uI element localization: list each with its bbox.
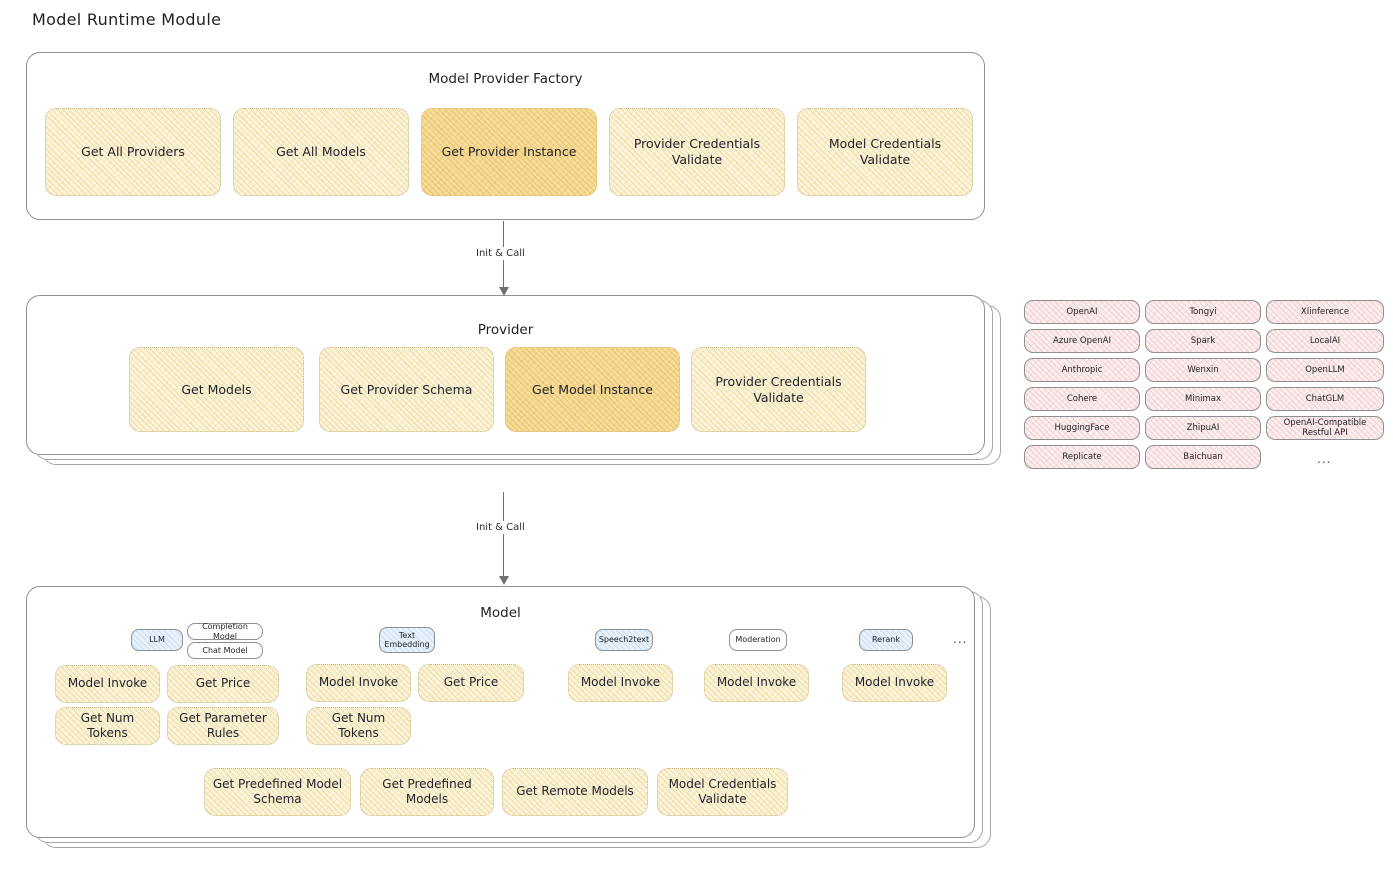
connector-line: [503, 492, 505, 577]
factory-card-get-provider-instance[interactable]: Get Provider Instance: [421, 108, 597, 196]
provider-pill-azure-openai[interactable]: Azure OpenAI: [1024, 329, 1140, 353]
model-container: Model LLM Completion Model Chat Model Te…: [26, 586, 975, 838]
model-card-llm-get-parameter-rules[interactable]: Get Parameter Rules: [167, 707, 279, 745]
model-card-get-predefined-models[interactable]: Get Predefined Models: [360, 768, 494, 816]
provider-list: OpenAI Azure OpenAI Anthropic Cohere Hug…: [1024, 300, 1384, 475]
provider-pill-xinference[interactable]: XIinference: [1266, 300, 1384, 324]
model-card-get-predefined-model-schema[interactable]: Get Predefined Model Schema: [204, 768, 351, 816]
model-type-badge-rerank[interactable]: Rerank: [859, 629, 913, 651]
provider-pill-cohere[interactable]: Cohere: [1024, 387, 1140, 411]
model-type-badge-text-embedding[interactable]: Text Embedding: [379, 627, 435, 653]
page-title: Model Runtime Module: [32, 10, 222, 29]
provider-pill-huggingface[interactable]: HuggingFace: [1024, 416, 1140, 440]
model-type-sub-badge-completion-model[interactable]: Completion Model: [187, 622, 263, 641]
model-card-text-embedding-get-num-tokens[interactable]: Get Num Tokens: [306, 707, 411, 745]
factory-card-get-all-models[interactable]: Get All Models: [233, 108, 409, 196]
provider-card-get-provider-schema[interactable]: Get Provider Schema: [319, 347, 494, 432]
model-type-badge-llm[interactable]: LLM: [131, 629, 183, 651]
model-card-llm-get-num-tokens[interactable]: Get Num Tokens: [55, 707, 160, 745]
model-card-llm-get-price[interactable]: Get Price: [167, 665, 279, 703]
model-type-badge-speech2text[interactable]: Speech2text: [595, 629, 653, 651]
provider-pill-baichuan[interactable]: Baichuan: [1145, 445, 1261, 469]
model-card-moderation-model-invoke[interactable]: Model Invoke: [704, 664, 809, 702]
connector-label: Init & Call: [472, 247, 529, 260]
provider-pill-anthropic[interactable]: Anthropic: [1024, 358, 1140, 382]
model-card-text-embedding-get-price[interactable]: Get Price: [418, 664, 524, 702]
factory-title: Model Provider Factory: [428, 71, 583, 87]
model-title: Model: [480, 605, 521, 621]
model-types-more: ...: [953, 632, 968, 646]
provider-card-get-models[interactable]: Get Models: [129, 347, 304, 432]
connector-factory-to-provider: Init & Call: [472, 221, 529, 297]
provider-title: Provider: [477, 322, 534, 338]
provider-pill-openai-compatible-restful-api[interactable]: OpenAI-Compatible Restful API: [1266, 416, 1384, 440]
factory-card-model-credentials-validate[interactable]: Model Credentials Validate: [797, 108, 973, 196]
model-card-text-embedding-model-invoke[interactable]: Model Invoke: [306, 664, 411, 702]
provider-pill-localai[interactable]: LocalAI: [1266, 329, 1384, 353]
provider-pill-wenxin[interactable]: Wenxin: [1145, 358, 1261, 382]
model-card-get-remote-models[interactable]: Get Remote Models: [502, 768, 648, 816]
provider-pill-replicate[interactable]: Replicate: [1024, 445, 1140, 469]
connector-arrowhead: [498, 576, 509, 585]
connector-arrowhead: [498, 287, 509, 296]
provider-card-provider-credentials-validate[interactable]: Provider Credentials Validate: [691, 347, 866, 432]
provider-pill-tongyi[interactable]: Tongyi: [1145, 300, 1261, 324]
provider-pill-zhipuai[interactable]: ZhipuAI: [1145, 416, 1261, 440]
model-card-speech2text-model-invoke[interactable]: Model Invoke: [568, 664, 673, 702]
model-type-badge-moderation[interactable]: Moderation: [729, 629, 787, 651]
model-type-sub-badge-chat-model[interactable]: Chat Model: [187, 642, 263, 659]
connector-label: Init & Call: [472, 521, 529, 534]
model-provider-factory-container: Model Provider Factory Get All Providers…: [26, 52, 985, 220]
provider-pill-minimax[interactable]: Minimax: [1145, 387, 1261, 411]
provider-list-more: ...: [1317, 452, 1332, 466]
provider-pill-spark[interactable]: Spark: [1145, 329, 1261, 353]
factory-card-get-all-providers[interactable]: Get All Providers: [45, 108, 221, 196]
model-card-rerank-model-invoke[interactable]: Model Invoke: [842, 664, 947, 702]
model-card-model-credentials-validate[interactable]: Model Credentials Validate: [657, 768, 788, 816]
factory-card-provider-credentials-validate[interactable]: Provider Credentials Validate: [609, 108, 785, 196]
provider-pill-openai[interactable]: OpenAI: [1024, 300, 1140, 324]
provider-container: Provider Get Models Get Provider Schema …: [26, 295, 985, 455]
provider-pill-openllm[interactable]: OpenLLM: [1266, 358, 1384, 382]
model-card-llm-model-invoke[interactable]: Model Invoke: [55, 665, 160, 703]
provider-card-get-model-instance[interactable]: Get Model Instance: [505, 347, 680, 432]
provider-pill-chatglm[interactable]: ChatGLM: [1266, 387, 1384, 411]
connector-provider-to-model: Init & Call: [472, 492, 529, 587]
